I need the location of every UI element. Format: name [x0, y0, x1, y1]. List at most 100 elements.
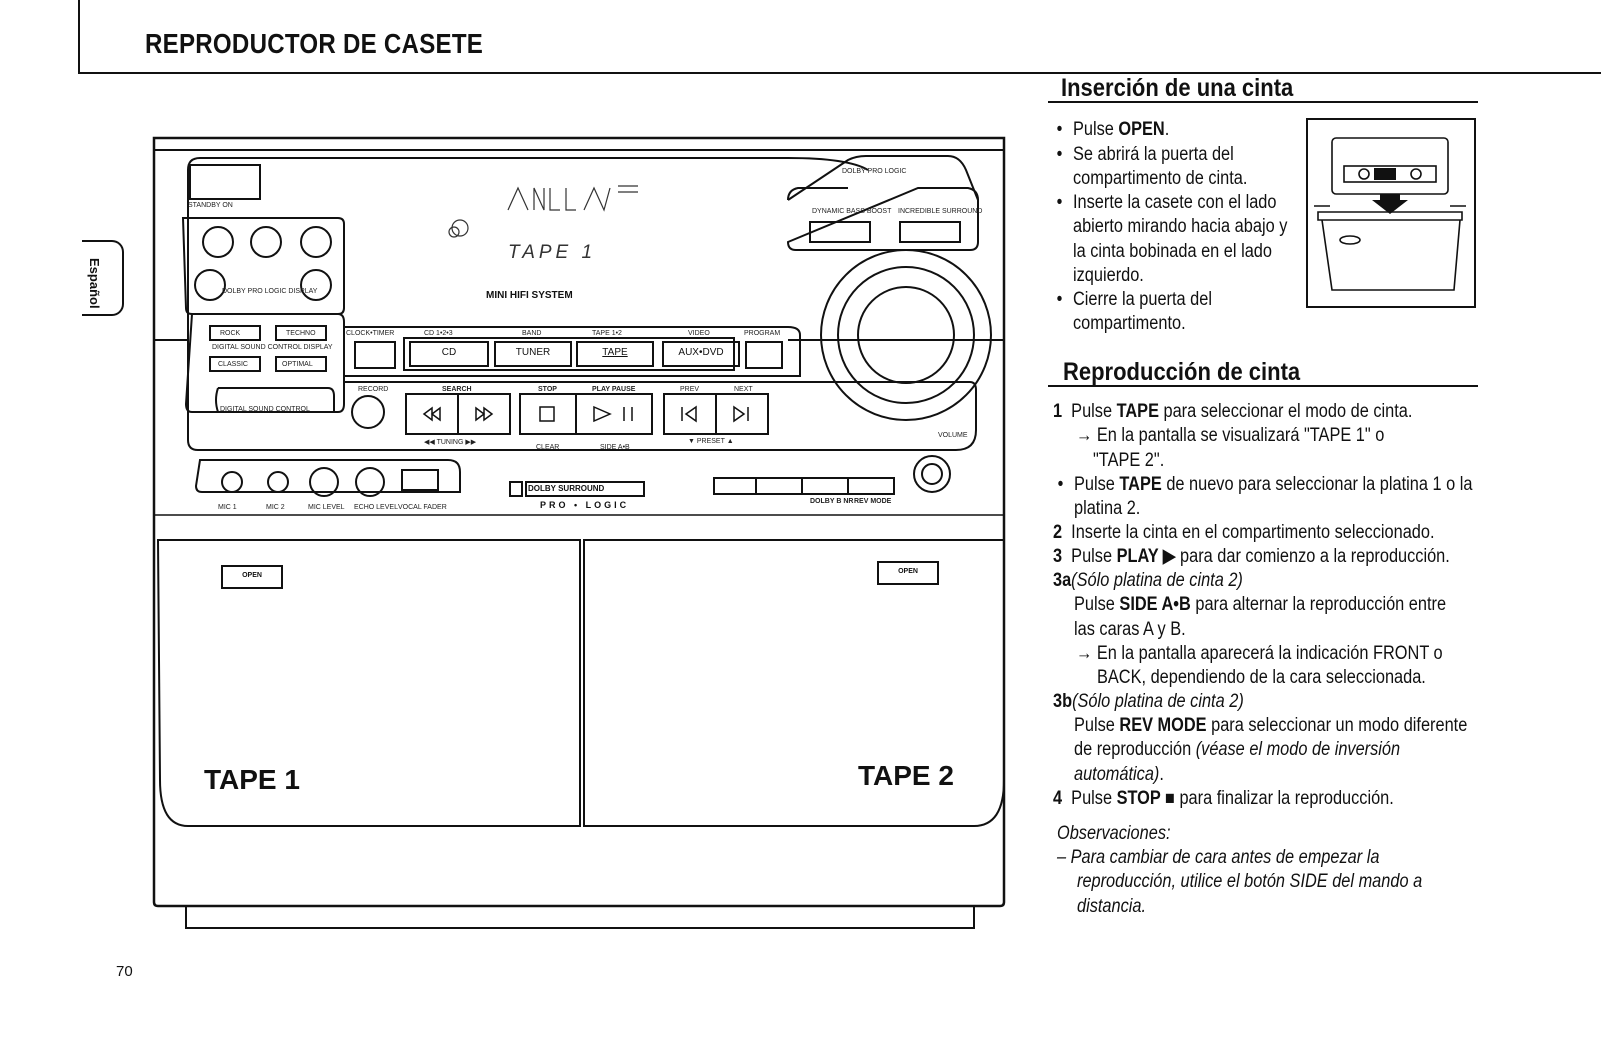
insercion-rule [1048, 101, 1478, 103]
text: Pulse [1071, 788, 1117, 809]
page-title: REPRODUCTOR DE CASETE [145, 28, 484, 59]
rev-mode-keyword: REV MODE [1119, 715, 1207, 736]
optimal-label: OPTIMAL [282, 361, 313, 368]
dsc-display-label: DIGITAL SOUND CONTROL DISPLAY [212, 344, 333, 351]
prev-label: PREV [680, 386, 700, 393]
echo-level-label: ECHO LEVEL [354, 504, 398, 511]
text: Pulse [1074, 594, 1120, 615]
cd-button[interactable]: CD [441, 347, 457, 358]
step-3a: 3a(Sólo platina de cinta 2) [1053, 569, 1243, 594]
techno-label: TECHNO [286, 330, 316, 337]
tape12-label: TAPE 1•2 [592, 330, 622, 337]
record-label: RECORD [358, 386, 389, 393]
text: para seleccionar un modo diferente [1206, 715, 1468, 736]
clock-timer-label: CLOCK•TIMER [346, 330, 395, 337]
classic-label: CLASSIC [218, 361, 248, 368]
text: para dar comienzo a la reproducción. [1175, 546, 1450, 567]
observacion-1: – Para cambiar de cara antes de empezar … [1057, 847, 1380, 868]
step-1: 1 Pulse TAPE para seleccionar el modo de… [1053, 400, 1412, 425]
dynamic-bass-label: DYNAMIC BASS BOOST [812, 208, 892, 215]
cassette-insert-illustration [1306, 118, 1476, 308]
step-3a-cont: las caras A y B. [1074, 619, 1186, 640]
open-button-1[interactable]: OPEN [242, 572, 262, 579]
note: automática) [1074, 764, 1160, 785]
display-readout: TAPE 1 [508, 242, 597, 263]
tape-keyword: TAPE [1116, 401, 1159, 422]
text: Pulse [1071, 401, 1117, 422]
cd123-label: CD 1•2•3 [424, 330, 453, 337]
step-3b-cont2: automática). [1074, 763, 1164, 788]
reproduccion-rule [1048, 385, 1478, 387]
volume-label: VOLUME [938, 432, 968, 439]
text: . [1164, 119, 1170, 140]
step-number: 2 [1053, 522, 1063, 543]
insercion-bullet-3: Inserte la casete con el lado [1057, 191, 1277, 216]
insercion-bullet-4: Cierre la puerta del [1057, 288, 1212, 313]
note: (Sólo platina de cinta 2) [1071, 570, 1243, 591]
dsc-label: DIGITAL SOUND CONTROL [220, 406, 310, 413]
tape1-label: TAPE 1 [204, 764, 300, 795]
tape2-label: TAPE 2 [858, 760, 954, 791]
step-3a-text: Pulse SIDE A•B para alternar la reproduc… [1074, 593, 1446, 618]
language-tab-label: Español [87, 258, 102, 309]
text: . [1159, 764, 1164, 785]
step-3b-cont: de reproducción (véase el modo de invers… [1074, 738, 1400, 763]
observacion-1-cont: reproducción, utilice el botón SIDE del … [1077, 871, 1423, 892]
step-1-result: → En la pantalla se visualizará "TAPE 1"… [1076, 425, 1385, 446]
standby-label: STANDBY ON [188, 202, 233, 209]
aux-dvd-button[interactable]: AUX•DVD [678, 347, 724, 358]
open-button-2[interactable]: OPEN [898, 568, 918, 575]
tape-again-cont: platina 2. [1074, 498, 1141, 519]
text: para finalizar la reproducción. [1174, 788, 1394, 809]
step-3a-result: → En la pantalla aparecerá la indicación… [1076, 643, 1443, 664]
dolby-b-nr-label: DOLBY B NR [810, 498, 854, 505]
tape-button[interactable]: TAPE [602, 347, 628, 358]
insercion-bullet-4-cont: compartimento. [1073, 313, 1186, 334]
pro-logic-label: PRO • LOGIC [540, 500, 630, 510]
text: Pulse [1071, 546, 1117, 567]
page-number: 70 [116, 963, 133, 980]
step-number: 3 [1053, 546, 1063, 567]
dolby-display-label: DOLBY PRO LOGIC DISPLAY [222, 288, 318, 295]
program-label: PROGRAM [744, 330, 781, 337]
step-number: 4 [1053, 788, 1063, 809]
step-3b: 3b(Sólo platina de cinta 2) [1053, 690, 1244, 715]
hifi-drawing [152, 136, 1006, 929]
step-number: 3a [1053, 570, 1072, 591]
next-label: NEXT [734, 386, 753, 393]
text: para alternar la reproducción entre [1190, 594, 1447, 615]
tape-keyword: TAPE [1119, 474, 1162, 495]
step-number: 1 [1053, 401, 1063, 422]
observacion-1-cont2: distancia. [1077, 896, 1147, 917]
insercion-bullet-2-cont: compartimento de cinta. [1073, 168, 1248, 189]
incredible-surround-label: INCREDIBLE SURROUND [898, 208, 983, 215]
insercion-bullet-1: Pulse OPEN. [1057, 118, 1170, 143]
step-1-result-cont: "TAPE 2". [1093, 450, 1165, 471]
hifi-illustration: STANDBY ON DOLBY PRO LOGIC DISPLAY DIGIT… [148, 130, 1018, 930]
video-label: VIDEO [688, 330, 710, 337]
mini-hifi-label: MINI HIFI SYSTEM [486, 290, 573, 301]
step-2: 2 Inserte la cinta en el compartimento s… [1053, 521, 1434, 546]
header-rule [78, 72, 1601, 74]
open-keyword: OPEN [1118, 119, 1165, 140]
step-3: 3 Pulse PLAY ▶ para dar comienzo a la re… [1053, 545, 1450, 570]
tuner-button[interactable]: TUNER [515, 347, 551, 358]
text: de nuevo para seleccionar la platina 1 o… [1161, 474, 1473, 495]
side-ab-keyword: SIDE A•B [1119, 594, 1191, 615]
side-ab-label: SIDE A•B [600, 444, 630, 451]
dolby-surround-label: DOLBY SURROUND [528, 484, 605, 493]
header-left-rule [78, 0, 80, 74]
text: Pulse [1073, 119, 1119, 140]
rev-mode-label: REV MODE [854, 498, 892, 505]
insercion-bullet-3-cont1: abierto mirando hacia abajo y [1073, 216, 1288, 237]
play-keyword: PLAY ▶ [1116, 546, 1176, 567]
text: Pulse [1074, 474, 1120, 495]
step-number: 3b [1053, 691, 1073, 712]
insercion-title: Inserción de una cinta [1061, 74, 1294, 102]
step-3a-result-cont: BACK, dependiendo de la cara seleccionad… [1097, 667, 1426, 688]
language-tab: Español [82, 240, 124, 316]
preset-label: ▼ PRESET ▲ [688, 438, 734, 445]
mic-level-label: MIC LEVEL [308, 504, 345, 511]
tuning-label: ◀◀ TUNING ▶▶ [424, 439, 477, 446]
insercion-bullet-2: Se abrirá la puerta del [1057, 143, 1234, 168]
